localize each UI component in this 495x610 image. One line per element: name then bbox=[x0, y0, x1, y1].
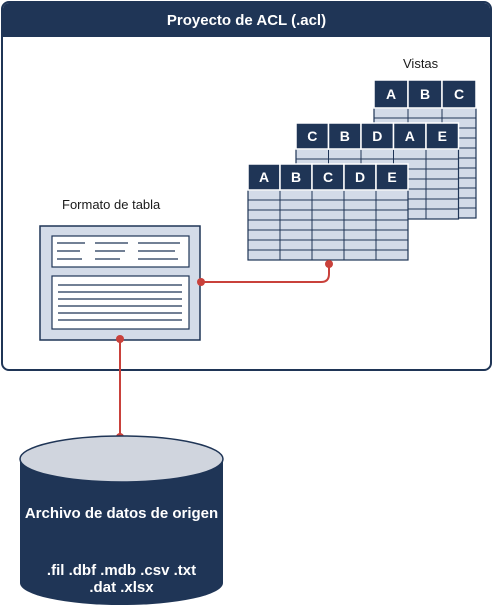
project-title: Proyecto de ACL (.acl) bbox=[3, 3, 490, 37]
column-header-label: E bbox=[387, 169, 396, 185]
column-header-label: E bbox=[438, 128, 447, 144]
column-header-label: D bbox=[355, 169, 365, 185]
connector-format-to-source bbox=[116, 335, 124, 441]
source-file-title: Archivo de datos de origen bbox=[24, 505, 219, 522]
source-file-extensions-2: .dat .xlsx bbox=[89, 579, 154, 596]
column-header-label: C bbox=[307, 128, 317, 144]
column-header-label: A bbox=[259, 169, 269, 185]
column-header-cell bbox=[441, 79, 477, 109]
table-format-label: Formato de tabla bbox=[62, 197, 161, 212]
column-header-cell bbox=[375, 163, 409, 191]
column-header-cell bbox=[327, 122, 362, 150]
source-file-cylinder bbox=[19, 435, 224, 605]
view-table-front: A B C D E bbox=[247, 163, 409, 261]
column-header-label: B bbox=[340, 128, 350, 144]
column-header-label: C bbox=[323, 169, 333, 185]
views-label: Vistas bbox=[403, 56, 439, 71]
connector-format-to-views bbox=[197, 260, 333, 286]
source-file-extensions-1: .fil .dbf .mdb .csv .txt bbox=[46, 562, 197, 579]
column-header-cell bbox=[360, 122, 395, 150]
column-header-label: C bbox=[454, 86, 464, 102]
table-format-icon bbox=[39, 225, 201, 341]
column-header-label: A bbox=[405, 128, 415, 144]
column-header-label: B bbox=[291, 169, 301, 185]
column-header-cell bbox=[295, 122, 330, 150]
column-header-label: A bbox=[386, 86, 396, 102]
column-header-cell bbox=[279, 163, 313, 191]
column-header-cell bbox=[425, 122, 460, 150]
column-header-label: D bbox=[372, 128, 382, 144]
column-header-label: B bbox=[420, 86, 430, 102]
